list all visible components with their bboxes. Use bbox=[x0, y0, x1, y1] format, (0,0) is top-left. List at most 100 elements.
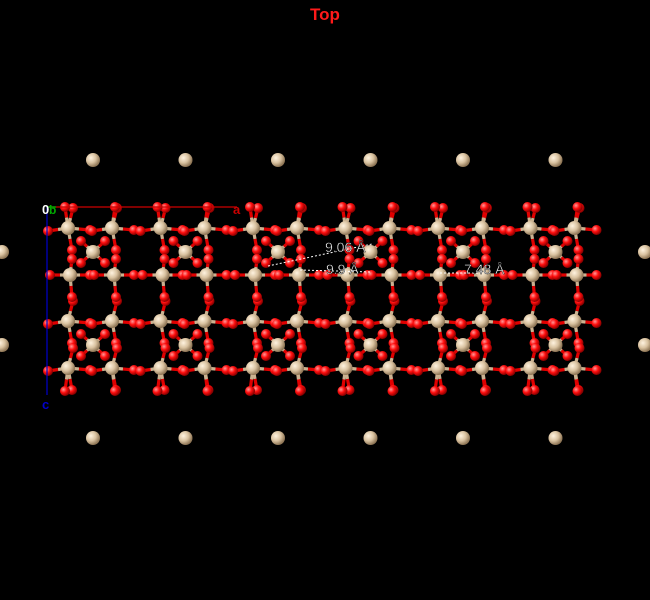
oxygen-atom[interactable] bbox=[480, 202, 490, 212]
oxygen-atom[interactable] bbox=[68, 343, 78, 353]
silicon-atom[interactable] bbox=[105, 314, 119, 328]
oxygen-atom[interactable] bbox=[413, 366, 423, 376]
oxygen-atom[interactable] bbox=[562, 351, 573, 361]
oxygen-atom[interactable] bbox=[261, 329, 271, 339]
oxygen-atom[interactable] bbox=[137, 270, 148, 280]
silicon-atom[interactable] bbox=[271, 245, 285, 259]
oxygen-atom[interactable] bbox=[377, 351, 388, 361]
silicon-atom[interactable] bbox=[638, 245, 650, 259]
oxygen-atom[interactable] bbox=[573, 292, 584, 302]
oxygen-atom[interactable] bbox=[202, 386, 213, 396]
oxygen-atom[interactable] bbox=[499, 270, 509, 280]
silicon-atom[interactable] bbox=[107, 268, 121, 282]
oxygen-atom[interactable] bbox=[377, 329, 388, 339]
oxygen-atom[interactable] bbox=[272, 366, 282, 376]
oxygen-atom[interactable] bbox=[228, 226, 238, 236]
oxygen-atom[interactable] bbox=[438, 203, 448, 213]
silicon-atom[interactable] bbox=[61, 361, 75, 375]
oxygen-atom[interactable] bbox=[274, 270, 284, 280]
oxygen-atom[interactable] bbox=[591, 270, 602, 280]
silicon-atom[interactable] bbox=[61, 314, 75, 328]
silicon-atom[interactable] bbox=[431, 361, 445, 375]
oxygen-atom[interactable] bbox=[181, 270, 192, 280]
oxygen-atom[interactable] bbox=[111, 245, 121, 255]
silicon-atom[interactable] bbox=[431, 314, 445, 328]
oxygen-atom[interactable] bbox=[179, 366, 190, 376]
oxygen-atom[interactable] bbox=[387, 202, 398, 212]
silicon-atom[interactable] bbox=[197, 221, 212, 235]
oxygen-atom[interactable] bbox=[591, 365, 602, 375]
silicon-atom[interactable] bbox=[153, 221, 168, 235]
oxygen-atom[interactable] bbox=[67, 254, 77, 264]
oxygen-atom[interactable] bbox=[76, 258, 86, 268]
oxygen-atom[interactable] bbox=[297, 343, 307, 353]
oxygen-atom[interactable] bbox=[160, 343, 171, 353]
silicon-atom[interactable] bbox=[548, 245, 563, 259]
oxygen-atom[interactable] bbox=[159, 254, 170, 264]
oxygen-atom[interactable] bbox=[572, 386, 583, 396]
silicon-atom[interactable] bbox=[338, 221, 353, 235]
oxygen-atom[interactable] bbox=[295, 386, 305, 396]
silicon-atom[interactable] bbox=[292, 268, 306, 282]
oxygen-atom[interactable] bbox=[430, 202, 440, 212]
oxygen-atom[interactable] bbox=[203, 292, 214, 302]
oxygen-atom[interactable] bbox=[322, 270, 333, 280]
oxygen-atom[interactable] bbox=[89, 270, 99, 280]
oxygen-atom[interactable] bbox=[446, 258, 456, 268]
silicon-atom[interactable] bbox=[248, 268, 262, 282]
silicon-atom[interactable] bbox=[638, 338, 650, 352]
oxygen-atom[interactable] bbox=[538, 351, 549, 361]
oxygen-atom[interactable] bbox=[377, 258, 388, 268]
silicon-atom[interactable] bbox=[178, 153, 193, 167]
oxygen-atom[interactable] bbox=[573, 245, 584, 255]
oxygen-atom[interactable] bbox=[129, 270, 139, 280]
oxygen-atom[interactable] bbox=[192, 258, 203, 268]
silicon-atom[interactable] bbox=[567, 314, 582, 328]
oxygen-atom[interactable] bbox=[388, 292, 399, 302]
oxygen-atom[interactable] bbox=[253, 203, 263, 213]
oxygen-atom[interactable] bbox=[538, 329, 549, 339]
silicon-atom[interactable] bbox=[0, 338, 9, 352]
silicon-atom[interactable] bbox=[199, 268, 214, 282]
oxygen-atom[interactable] bbox=[415, 270, 425, 280]
silicon-atom[interactable] bbox=[86, 245, 100, 259]
oxygen-atom[interactable] bbox=[482, 343, 492, 353]
oxygen-atom[interactable] bbox=[481, 245, 491, 255]
oxygen-atom[interactable] bbox=[481, 254, 491, 264]
oxygen-atom[interactable] bbox=[160, 203, 171, 213]
silicon-atom[interactable] bbox=[382, 314, 397, 328]
oxygen-atom[interactable] bbox=[76, 236, 86, 246]
oxygen-atom[interactable] bbox=[230, 270, 240, 280]
oxygen-atom[interactable] bbox=[437, 254, 447, 264]
silicon-atom[interactable] bbox=[548, 153, 563, 167]
silicon-atom[interactable] bbox=[246, 221, 260, 235]
silicon-atom[interactable] bbox=[382, 361, 397, 375]
oxygen-atom[interactable] bbox=[345, 203, 356, 213]
oxygen-atom[interactable] bbox=[529, 292, 540, 302]
silicon-atom[interactable] bbox=[61, 221, 75, 235]
silicon-atom[interactable] bbox=[456, 245, 470, 259]
oxygen-atom[interactable] bbox=[344, 245, 355, 255]
silicon-atom[interactable] bbox=[569, 268, 584, 282]
oxygen-atom[interactable] bbox=[179, 319, 190, 329]
oxygen-atom[interactable] bbox=[562, 258, 573, 268]
oxygen-atom[interactable] bbox=[285, 258, 295, 268]
silicon-atom[interactable] bbox=[338, 314, 353, 328]
silicon-atom[interactable] bbox=[178, 338, 193, 352]
oxygen-atom[interactable] bbox=[221, 270, 232, 280]
silicon-atom[interactable] bbox=[155, 268, 170, 282]
silicon-atom[interactable] bbox=[63, 268, 77, 282]
oxygen-atom[interactable] bbox=[522, 202, 533, 212]
oxygen-atom[interactable] bbox=[272, 319, 282, 329]
silicon-atom[interactable] bbox=[567, 361, 582, 375]
silicon-atom[interactable] bbox=[456, 153, 470, 167]
silicon-atom[interactable] bbox=[178, 245, 193, 259]
oxygen-atom[interactable] bbox=[522, 386, 533, 396]
oxygen-atom[interactable] bbox=[168, 236, 179, 246]
oxygen-atom[interactable] bbox=[430, 386, 440, 396]
silicon-atom[interactable] bbox=[86, 338, 100, 352]
oxygen-atom[interactable] bbox=[413, 226, 423, 236]
oxygen-atom[interactable] bbox=[364, 226, 375, 236]
oxygen-atom[interactable] bbox=[364, 366, 375, 376]
